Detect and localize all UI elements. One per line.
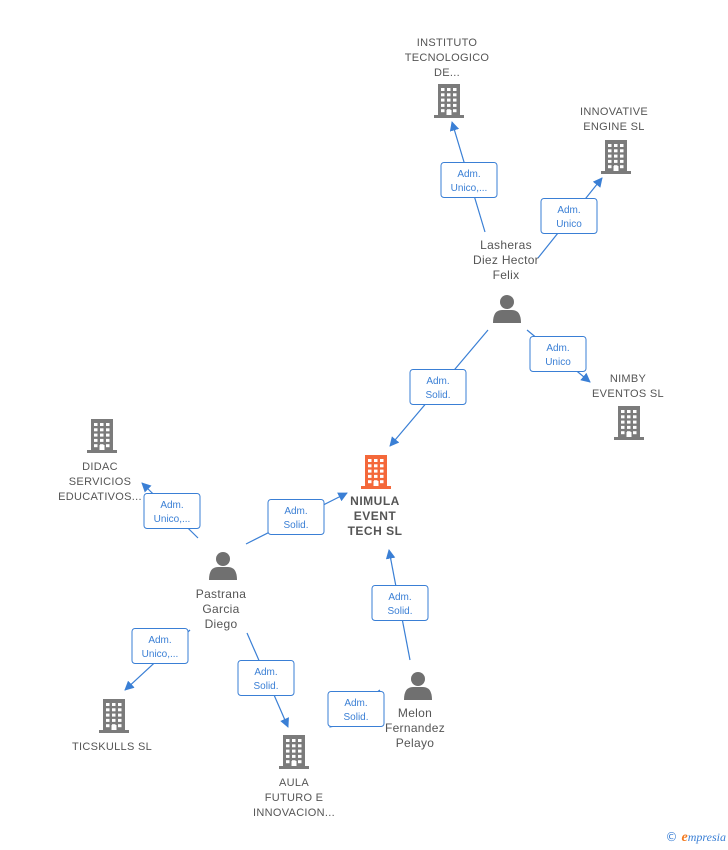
- person-icon: [493, 295, 521, 323]
- node-label-line: NIMBY: [610, 373, 647, 385]
- node-label-line: TECH SL: [348, 524, 403, 538]
- edge-pastrana-to-ticskulls: Adm. Unico,...: [124, 628, 191, 691]
- edge-label-text: Unico,...: [154, 514, 191, 525]
- edge-label-text: Adm.: [148, 635, 171, 646]
- edge-label-box[interactable]: Adm. Solid.: [409, 369, 467, 405]
- edge-label-text: Solid.: [283, 520, 308, 531]
- node-label-line: Lasheras: [480, 238, 532, 252]
- copyright-icon: ©: [665, 830, 678, 844]
- node-aula[interactable]: AULA FUTURO E INNOVACION...: [253, 735, 335, 819]
- edge-label-text: Solid.: [425, 390, 450, 401]
- edge-label-text: Adm.: [457, 169, 480, 180]
- edge-label-text: Solid.: [253, 681, 278, 692]
- node-label-line: INSTITUTO: [417, 37, 478, 49]
- node-label-line: TECNOLOGICO: [405, 52, 490, 64]
- node-label-line: Fernandez: [385, 721, 445, 735]
- edge-label-text: Adm.: [546, 343, 569, 354]
- edge-label-box[interactable]: Adm. Solid.: [237, 660, 295, 696]
- building-icon: [361, 455, 391, 489]
- edge-label-text: Unico: [556, 219, 582, 230]
- edge-lasheras-to-nimby: Adm. Unico: [526, 329, 591, 383]
- node-label-line: Pelayo: [396, 736, 435, 750]
- node-label-line: INNOVACION...: [253, 807, 335, 819]
- node-label-line: FUTURO E: [265, 792, 324, 804]
- edge-label-text: Adm.: [254, 667, 277, 678]
- building-icon: [614, 406, 644, 440]
- edge-label-box[interactable]: Adm. Solid.: [327, 691, 385, 727]
- edge-pastrana-to-aula: Adm. Solid.: [237, 632, 295, 728]
- edge-lasheras-to-instituto: Adm. Unico,...: [440, 121, 498, 233]
- node-label-line: Garcia: [202, 602, 239, 616]
- edge-label-text: Adm.: [284, 506, 307, 517]
- building-icon: [99, 699, 129, 733]
- building-icon: [279, 735, 309, 769]
- edge-label-text: Solid.: [387, 606, 412, 617]
- edge-label-text: Unico,...: [451, 183, 488, 194]
- brand-logo-initial: e: [681, 830, 688, 845]
- building-icon: [601, 140, 631, 174]
- building-icon: [434, 84, 464, 118]
- edge-melon-to-aula: Adm. Solid.: [327, 689, 385, 728]
- node-label-line: INNOVATIVE: [580, 106, 648, 118]
- edge-label-text: Adm.: [388, 592, 411, 603]
- edge-label-box[interactable]: Adm. Unico,...: [440, 162, 498, 198]
- node-nimby[interactable]: NIMBY EVENTOS SL: [592, 373, 664, 440]
- edge-pastrana-to-didac: Adm. Unico,...: [141, 482, 201, 539]
- edge-label-text: Adm.: [160, 500, 183, 511]
- person-icon: [209, 552, 237, 580]
- edge-label-text: Unico: [545, 357, 571, 368]
- node-label-line: Pastrana: [196, 587, 246, 601]
- edge-label-box[interactable]: Adm. Unico: [529, 336, 587, 372]
- node-ticskulls[interactable]: TICSKULLS SL: [72, 699, 152, 753]
- edge-lasheras-to-nimula: Adm. Solid.: [389, 329, 489, 447]
- edge-label-text: Unico,...: [142, 649, 179, 660]
- edge-label-box[interactable]: Adm. Unico: [540, 198, 598, 234]
- copyright-footer: ©empresia: [666, 830, 726, 846]
- node-label-line: Melon: [398, 706, 432, 720]
- node-didac[interactable]: DIDAC SERVICIOS EDUCATIVOS...: [58, 419, 142, 503]
- edge-label-box[interactable]: Adm. Solid.: [371, 585, 429, 621]
- edge-label-box[interactable]: Adm. Unico,...: [131, 628, 189, 664]
- node-label-line: NIMULA: [350, 494, 400, 508]
- edge-label-box[interactable]: Adm. Unico,...: [143, 493, 201, 529]
- node-label-line: Diego: [205, 617, 238, 631]
- nodes-layer: INSTITUTO TECNOLOGICO DE... INNOVATIVE ENGIN…: [58, 37, 664, 819]
- edge-label-text: Solid.: [343, 712, 368, 723]
- person-icon: [404, 672, 432, 700]
- brand-logo-text: mpresia: [687, 830, 726, 844]
- edge-label-text: Adm.: [557, 205, 580, 216]
- node-label-line: EVENTOS SL: [592, 388, 664, 400]
- edges-layer: Adm.Unico,...Adm.UnicoAdm.UnicoAdm.Solid…: [124, 121, 603, 728]
- edge-label-box[interactable]: Adm. Solid.: [267, 499, 325, 535]
- edge-label-text: Adm.: [426, 376, 449, 387]
- building-icon: [87, 419, 117, 453]
- node-label-line: SERVICIOS: [69, 476, 131, 488]
- edge-melon-to-nimula: Adm. Solid.: [371, 549, 429, 661]
- node-label-line: EDUCATIVOS...: [58, 491, 142, 503]
- edge-label-text: Adm.: [344, 698, 367, 709]
- node-label-line: AULA: [279, 777, 309, 789]
- node-label-line: TICSKULLS SL: [72, 741, 152, 753]
- node-label-line: ENGINE SL: [583, 121, 644, 133]
- node-label-line: Diez Hector: [473, 253, 539, 267]
- node-label-line: DE...: [434, 67, 460, 79]
- edge-pastrana-to-nimula: Adm. Solid.: [245, 492, 348, 545]
- node-label-line: DIDAC: [82, 461, 118, 473]
- node-label-line: EVENT: [354, 509, 397, 523]
- node-label-line: Felix: [493, 268, 520, 282]
- node-innovative[interactable]: INNOVATIVE ENGINE SL: [580, 106, 648, 174]
- node-instituto[interactable]: INSTITUTO TECNOLOGICO DE...: [405, 37, 490, 118]
- edge-lasheras-to-innovative: Adm. Unico: [537, 177, 603, 259]
